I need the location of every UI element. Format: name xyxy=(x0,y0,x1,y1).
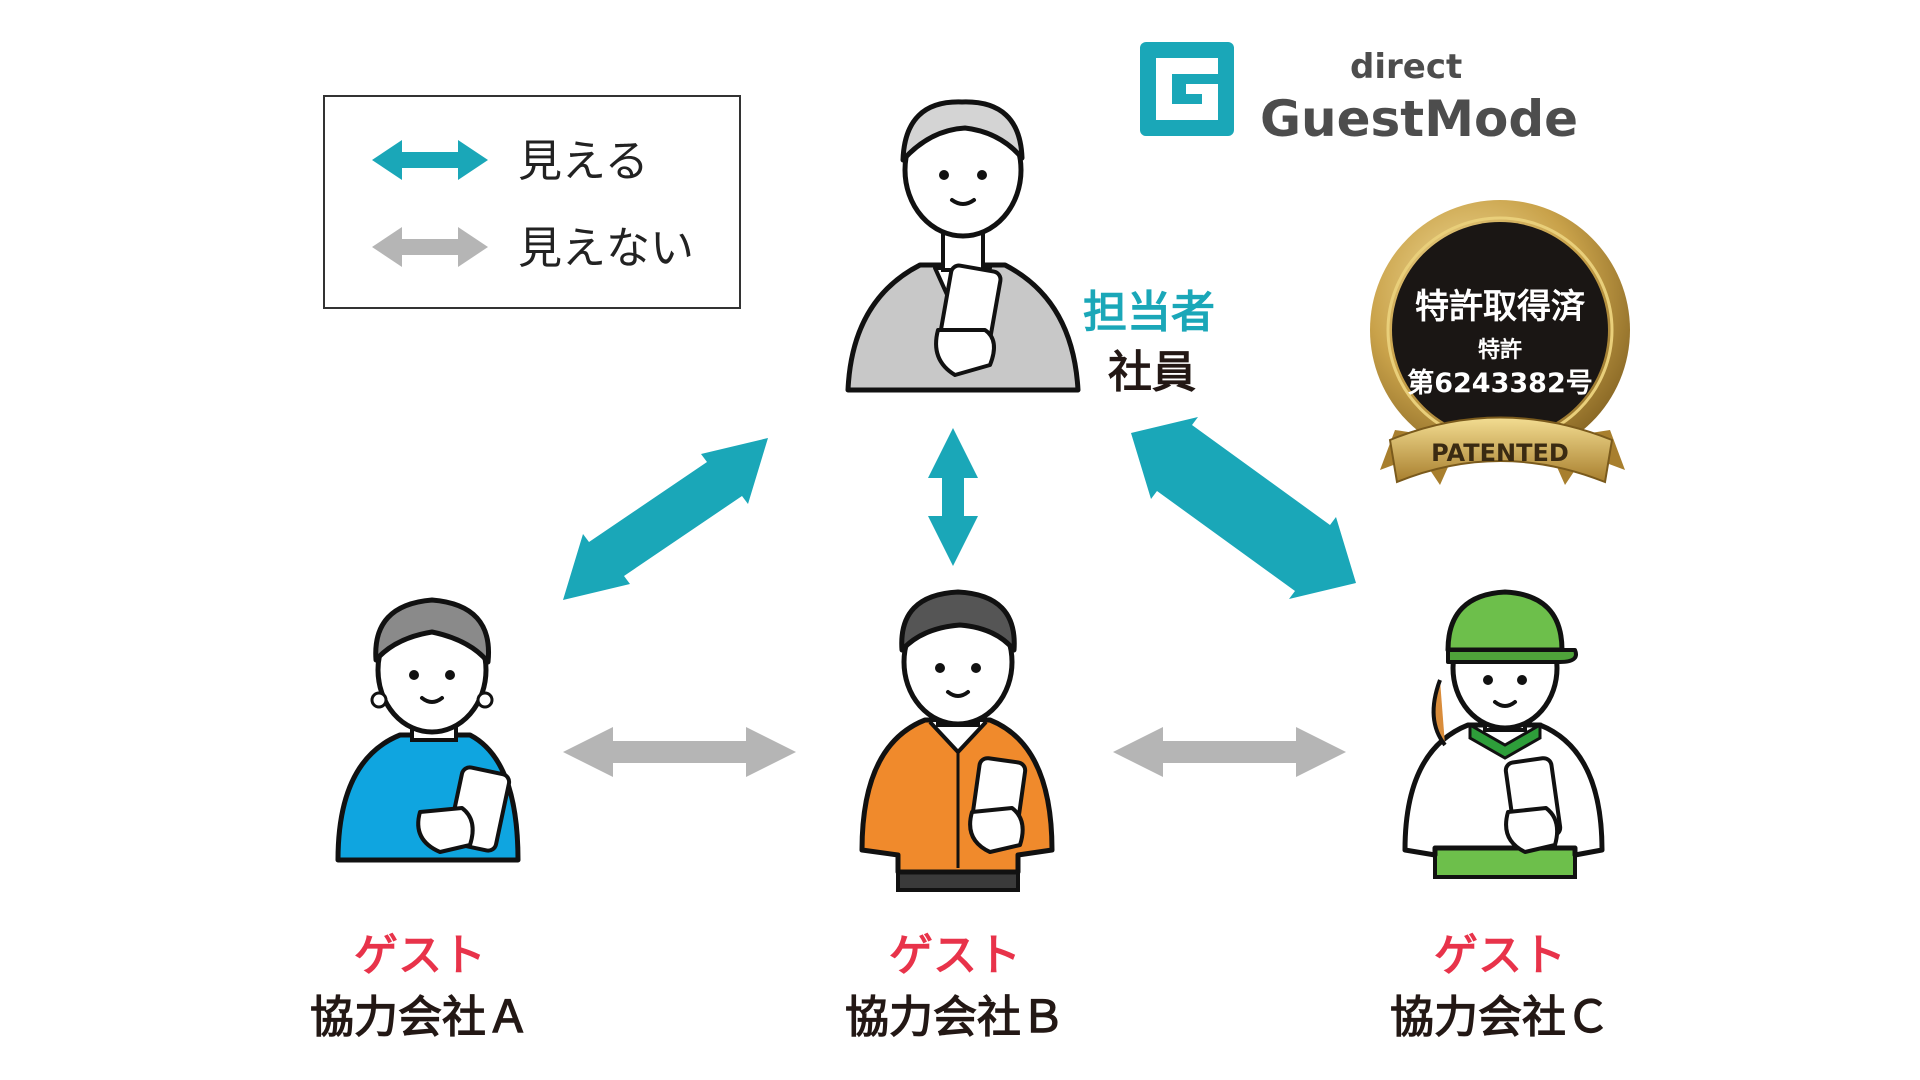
woman-green-cap-with-phone-icon xyxy=(1402,589,1605,879)
guest-c-role-label: ゲスト xyxy=(1434,930,1566,981)
legend-hidden-label: 見えない xyxy=(518,223,694,274)
visible-arrow-staff-guest-b xyxy=(928,428,978,566)
legend-visible-arrow-icon xyxy=(372,140,488,180)
logo-small-text: direct xyxy=(1350,47,1462,87)
hidden-arrow-guest-b-guest-c xyxy=(1113,727,1346,777)
badge-line3: 第6243382号 xyxy=(1407,367,1593,399)
guest-b-role-label: ゲスト xyxy=(889,930,1021,981)
woman-blue-sweater-with-phone-icon xyxy=(335,597,521,863)
guestmode-logo: direct GuestMode xyxy=(1140,42,1578,148)
guestmode-logo-icon xyxy=(1140,42,1234,136)
guest-c-company-label: 協力会社Ｃ xyxy=(1390,992,1610,1043)
badge-ribbon-text: PATENTED xyxy=(1431,439,1569,467)
businessman-with-phone-icon xyxy=(845,99,1081,393)
visible-arrow-staff-guest-a xyxy=(563,438,768,600)
hidden-arrow-guest-a-guest-b xyxy=(563,727,796,777)
badge-line2: 特許 xyxy=(1478,337,1522,363)
legend-visible-label: 見える xyxy=(518,136,649,187)
visible-arrow-staff-guest-c xyxy=(1131,417,1356,599)
guest-b-company-label: 協力会社Ｂ xyxy=(845,992,1065,1043)
badge-line1: 特許取得済 xyxy=(1415,287,1586,327)
guest-a-role-label: ゲスト xyxy=(354,930,486,981)
staff-role-label: 担当者 xyxy=(1083,287,1215,338)
legend: 見える 見えない xyxy=(323,95,741,309)
patented-seal-icon: 特許取得済 特許 第6243382号 PATENTED xyxy=(1370,200,1630,485)
guest-a-company-label: 協力会社Ａ xyxy=(310,992,530,1043)
logo-big-text: GuestMode xyxy=(1260,90,1578,148)
man-orange-uniform-with-phone-icon xyxy=(859,589,1055,892)
legend-hidden-arrow-icon xyxy=(372,227,488,267)
staff-title-label: 社員 xyxy=(1108,347,1196,398)
legend-box xyxy=(323,95,741,309)
